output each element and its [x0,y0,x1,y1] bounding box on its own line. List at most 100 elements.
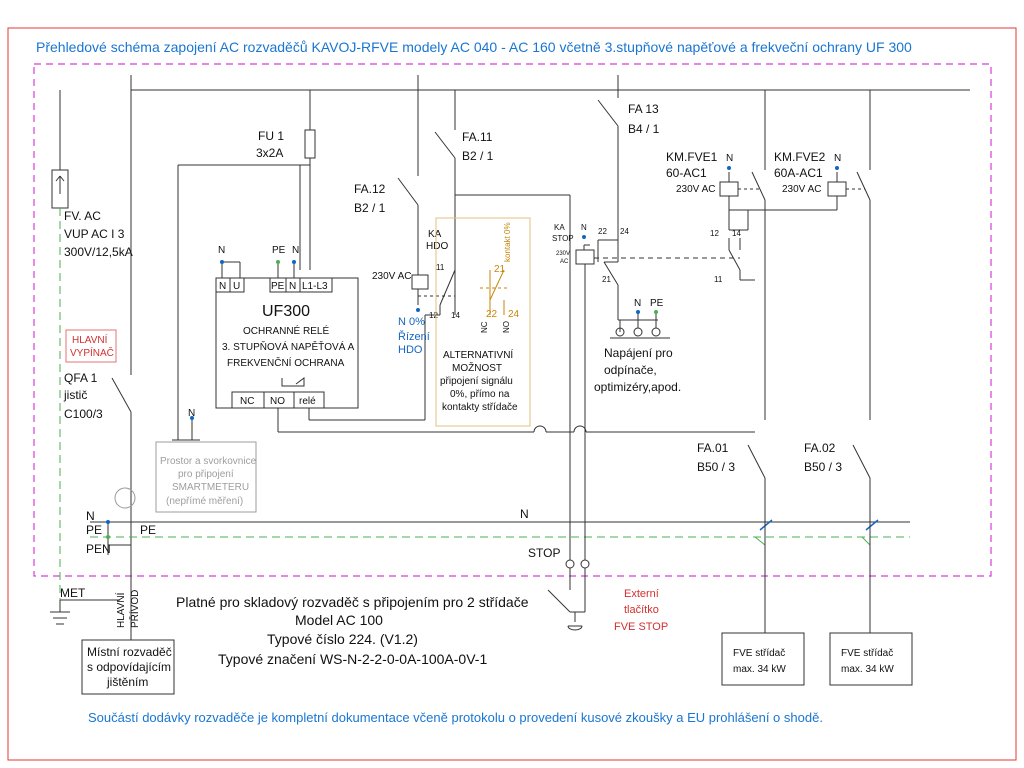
bus-met: MET [60,586,86,600]
main-switch-tag [65,329,117,363]
uf300-term-no: NO [270,396,285,407]
main-switch-tag-1: HLAVNÍ [72,333,108,346]
bus-bars [90,519,910,555]
model-info-4: Typové značení WS-N-2-2-0-0A-100A-0V-1 [218,651,487,667]
bus-pe: PE [140,523,156,537]
alt-t24: 24 [508,309,520,320]
ka-stop-t22: 22 [598,227,607,236]
main-switch-label-2: jistič [63,388,87,402]
km1-label-1: KM.FVE1 [666,150,718,164]
alt-t22: 22 [486,309,498,320]
inverter-2-box [829,632,913,686]
ka-stop-label-1: KA [554,223,565,232]
alt-line-5: kontakty střídače [442,402,518,413]
ka-hdo-t14: 14 [451,311,460,320]
uf300-desc-2: 3. STUPŇOVÁ NAPĚŤOVÁ A [222,340,355,353]
ext-stop-line-2: tlačítko [624,604,659,616]
ext-stop-line-1: Externí [624,588,659,600]
uf300-top-n: N [218,245,225,256]
ka-hdo-rizeni: Řízení [398,330,430,343]
fa02-label-1: FA.02 [804,441,836,455]
ka-stop-coil-2: AC [560,259,569,265]
smart-n: N [188,408,195,419]
fa01-label-1: FA.01 [697,441,729,455]
alt-line-1: ALTERNATIVNÍ [443,348,513,361]
inverter-2-line-1: FVE střídač [841,648,893,659]
uf300-term-nc: NC [240,396,254,407]
uf300-top-n2: N [292,245,299,256]
alt-nc: NC [480,321,489,333]
uf300-term-l: L1-L3 [302,281,328,292]
uf300-desc-3: FREKVENČNÍ OCHRANA [227,356,345,369]
alternative-contact [480,269,510,315]
ka-stop-label-2: STOP [552,234,574,243]
main-feed-wiring [50,75,970,640]
inverter-1-line-2: max. 34 kW [733,664,786,675]
main-switch-label-1: QFA 1 [64,371,98,385]
smart-line-4: (nepřímé měření) [166,496,243,507]
main-switch-label-3: C100/3 [64,407,103,421]
uf300-term-n: N [219,281,226,292]
supply-label-3: optimizéry,apod. [594,380,681,394]
ka-hdo-hdo: HDO [398,344,423,356]
smartmeter-box [155,441,257,513]
stop-terminals [547,432,590,631]
local-board-3: jištěním [106,675,148,689]
fa12-breaker [397,75,429,305]
enclosure-boundary [33,63,992,577]
uf300-term-pe: PE [271,281,285,292]
ka-hdo-n0: N 0% [398,316,425,328]
alt-line-4: 0%, přímo na [450,389,510,400]
ka-stop-t21: 21 [602,275,611,284]
bus-n-mid: N [520,507,529,521]
smartmeter-connection [172,410,200,441]
fu1-label-2: 3x2A [256,146,283,160]
surge-label-1: FV. AC [64,209,101,223]
alt-no: NO [502,321,511,333]
ext-stop-line-3: FVE STOP [614,621,668,633]
outer-frame [7,27,1017,761]
km1-coil: 230V AC [676,184,715,195]
fa13-label-1: FA 13 [628,102,659,116]
supply-label-1: Napájení pro [604,346,673,360]
uf300-desc-1: OCHRANNÉ RELÉ [243,324,329,337]
alternative-option-box [435,217,531,427]
alt-line-3: připojení signálu [440,376,513,387]
bus-pe-left: PE [86,523,102,537]
fu1-label-1: FU 1 [258,129,284,143]
ka-hdo-t12: 12 [429,311,438,320]
fa01-breaker [747,444,766,633]
fa13-label-2: B4 / 1 [628,122,660,136]
fu1-fuse [177,90,316,410]
km2-coil: 230V AC [782,184,821,195]
local-board-box [81,639,175,695]
ka-hdo-label-2: HDO [426,241,448,252]
km2-label-1: KM.FVE2 [774,150,826,164]
local-board-1: Místní rozvaděč [87,645,172,659]
uf300-term-u: U [233,281,240,292]
uf300-terminals [215,261,333,409]
ka-stop-n: N [581,223,587,232]
inverter-1-line-1: FVE střídač [733,648,785,659]
uf300-output-wiring [277,315,755,433]
fa12-label-1: FA.12 [354,182,386,196]
km2-n: N [834,153,841,164]
surge-label-2: VUP AC I 3 [64,227,125,241]
fa12-label-2: B2 / 1 [354,201,386,215]
fa11-label-1: FA.11 [462,130,493,144]
alt-line-2: MOŽNOST [452,361,502,374]
main-switch-tag-2: VYPÍNAČ [70,346,114,359]
supply-pe: PE [650,298,664,309]
alt-kontakt: kontakt 0% [503,222,512,262]
model-info-2: Model AC 100 [295,612,383,628]
km1-t14: 14 [732,229,741,238]
ka-stop-coil-1: 230V [556,251,570,257]
smart-line-3: SMARTMETERU [172,482,249,493]
smart-line-2: pro připojení [178,469,234,480]
fa11-label-2: B2 / 1 [462,149,494,163]
uf300-title: UF300 [262,303,310,320]
inverter-1-box [721,632,805,686]
km1-n: N [726,153,733,164]
uf300-term-rele: relé [299,396,316,407]
